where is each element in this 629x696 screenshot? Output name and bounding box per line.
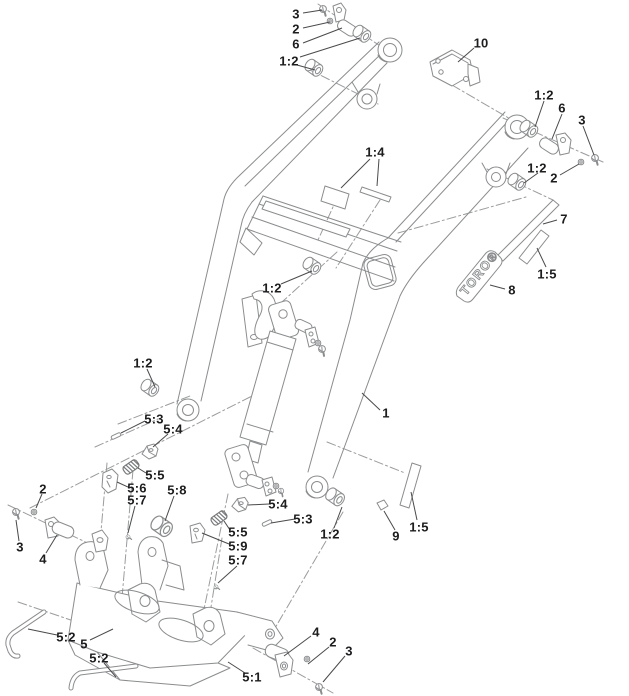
callout-label: 5:4 <box>268 496 288 512</box>
cylinder-bottom-pin <box>245 474 288 498</box>
bushing-5-8 <box>147 513 176 540</box>
callout-label: 5:1 <box>242 669 262 685</box>
callout-label: 5:2 <box>89 650 109 666</box>
callout-label: 5:6 <box>127 480 147 496</box>
callout-label: 5:3 <box>293 511 313 527</box>
callout-label: 1:2 <box>534 87 554 103</box>
callout-label: 10 <box>473 35 489 51</box>
quick-attach-plate <box>67 529 284 687</box>
callout-label: 5:7 <box>228 552 248 568</box>
decal-1-4 <box>320 185 392 210</box>
leader-lines <box>15 9 595 683</box>
callout-label: 1:2 <box>262 280 282 296</box>
callout-label: 1:5 <box>537 266 557 282</box>
callout-label: 5:5 <box>145 467 165 483</box>
callout-label: 6 <box>292 36 300 52</box>
callout-label: 1 <box>382 405 390 421</box>
center-latch-cluster <box>147 485 348 591</box>
loader-arm-assembly <box>176 37 530 499</box>
callout-label: 3 <box>292 6 300 22</box>
callout-label: 8 <box>508 282 516 298</box>
bushing-left <box>138 376 162 399</box>
top-left-pin-group <box>302 2 374 79</box>
left-latch-cluster <box>9 431 159 541</box>
callout-label: 9 <box>392 528 400 544</box>
callout-label: 5:4 <box>163 421 183 437</box>
callout-label: 5:2 <box>56 629 76 645</box>
callout-label: 3 <box>345 643 353 659</box>
callout-label: 2 <box>292 21 300 37</box>
side-decals <box>455 199 560 303</box>
callout-label: 5:7 <box>127 492 147 508</box>
part-9-and-decal <box>376 462 422 511</box>
callout-label: 1:2 <box>133 355 153 371</box>
callout-label: 1:2 <box>320 526 340 542</box>
callout-label: 4 <box>39 551 47 567</box>
bottom-right-pin-group <box>264 643 327 695</box>
callout-label: 5:8 <box>167 482 187 498</box>
callout-label: 5:9 <box>228 538 248 554</box>
callout-label: 3 <box>16 539 24 555</box>
callout-label: 1:2 <box>527 160 547 176</box>
callout-label: 5:5 <box>228 524 248 540</box>
callout-label: 1:2 <box>279 53 299 69</box>
callout-label: 2 <box>550 170 558 186</box>
top-right-pin-group <box>505 117 603 193</box>
callout-label: 2 <box>329 634 337 650</box>
hook-bracket <box>241 290 278 348</box>
callout-label: 7 <box>560 211 568 227</box>
callout-label: 2 <box>39 481 47 497</box>
callout-label: 5:3 <box>144 411 164 427</box>
bracket-10 <box>429 49 481 87</box>
bushing-mid <box>300 254 324 277</box>
callout-label: 5 <box>80 636 88 652</box>
callout-label: 4 <box>312 624 320 640</box>
callout-label: 6 <box>558 100 566 116</box>
callout-label: 1:5 <box>409 519 429 535</box>
callout-label: 1:4 <box>365 144 385 160</box>
callout-label: 3 <box>578 112 586 128</box>
latch-rods <box>5 609 139 691</box>
cylinder-top-pin <box>294 318 330 357</box>
toro-decal <box>455 250 503 303</box>
